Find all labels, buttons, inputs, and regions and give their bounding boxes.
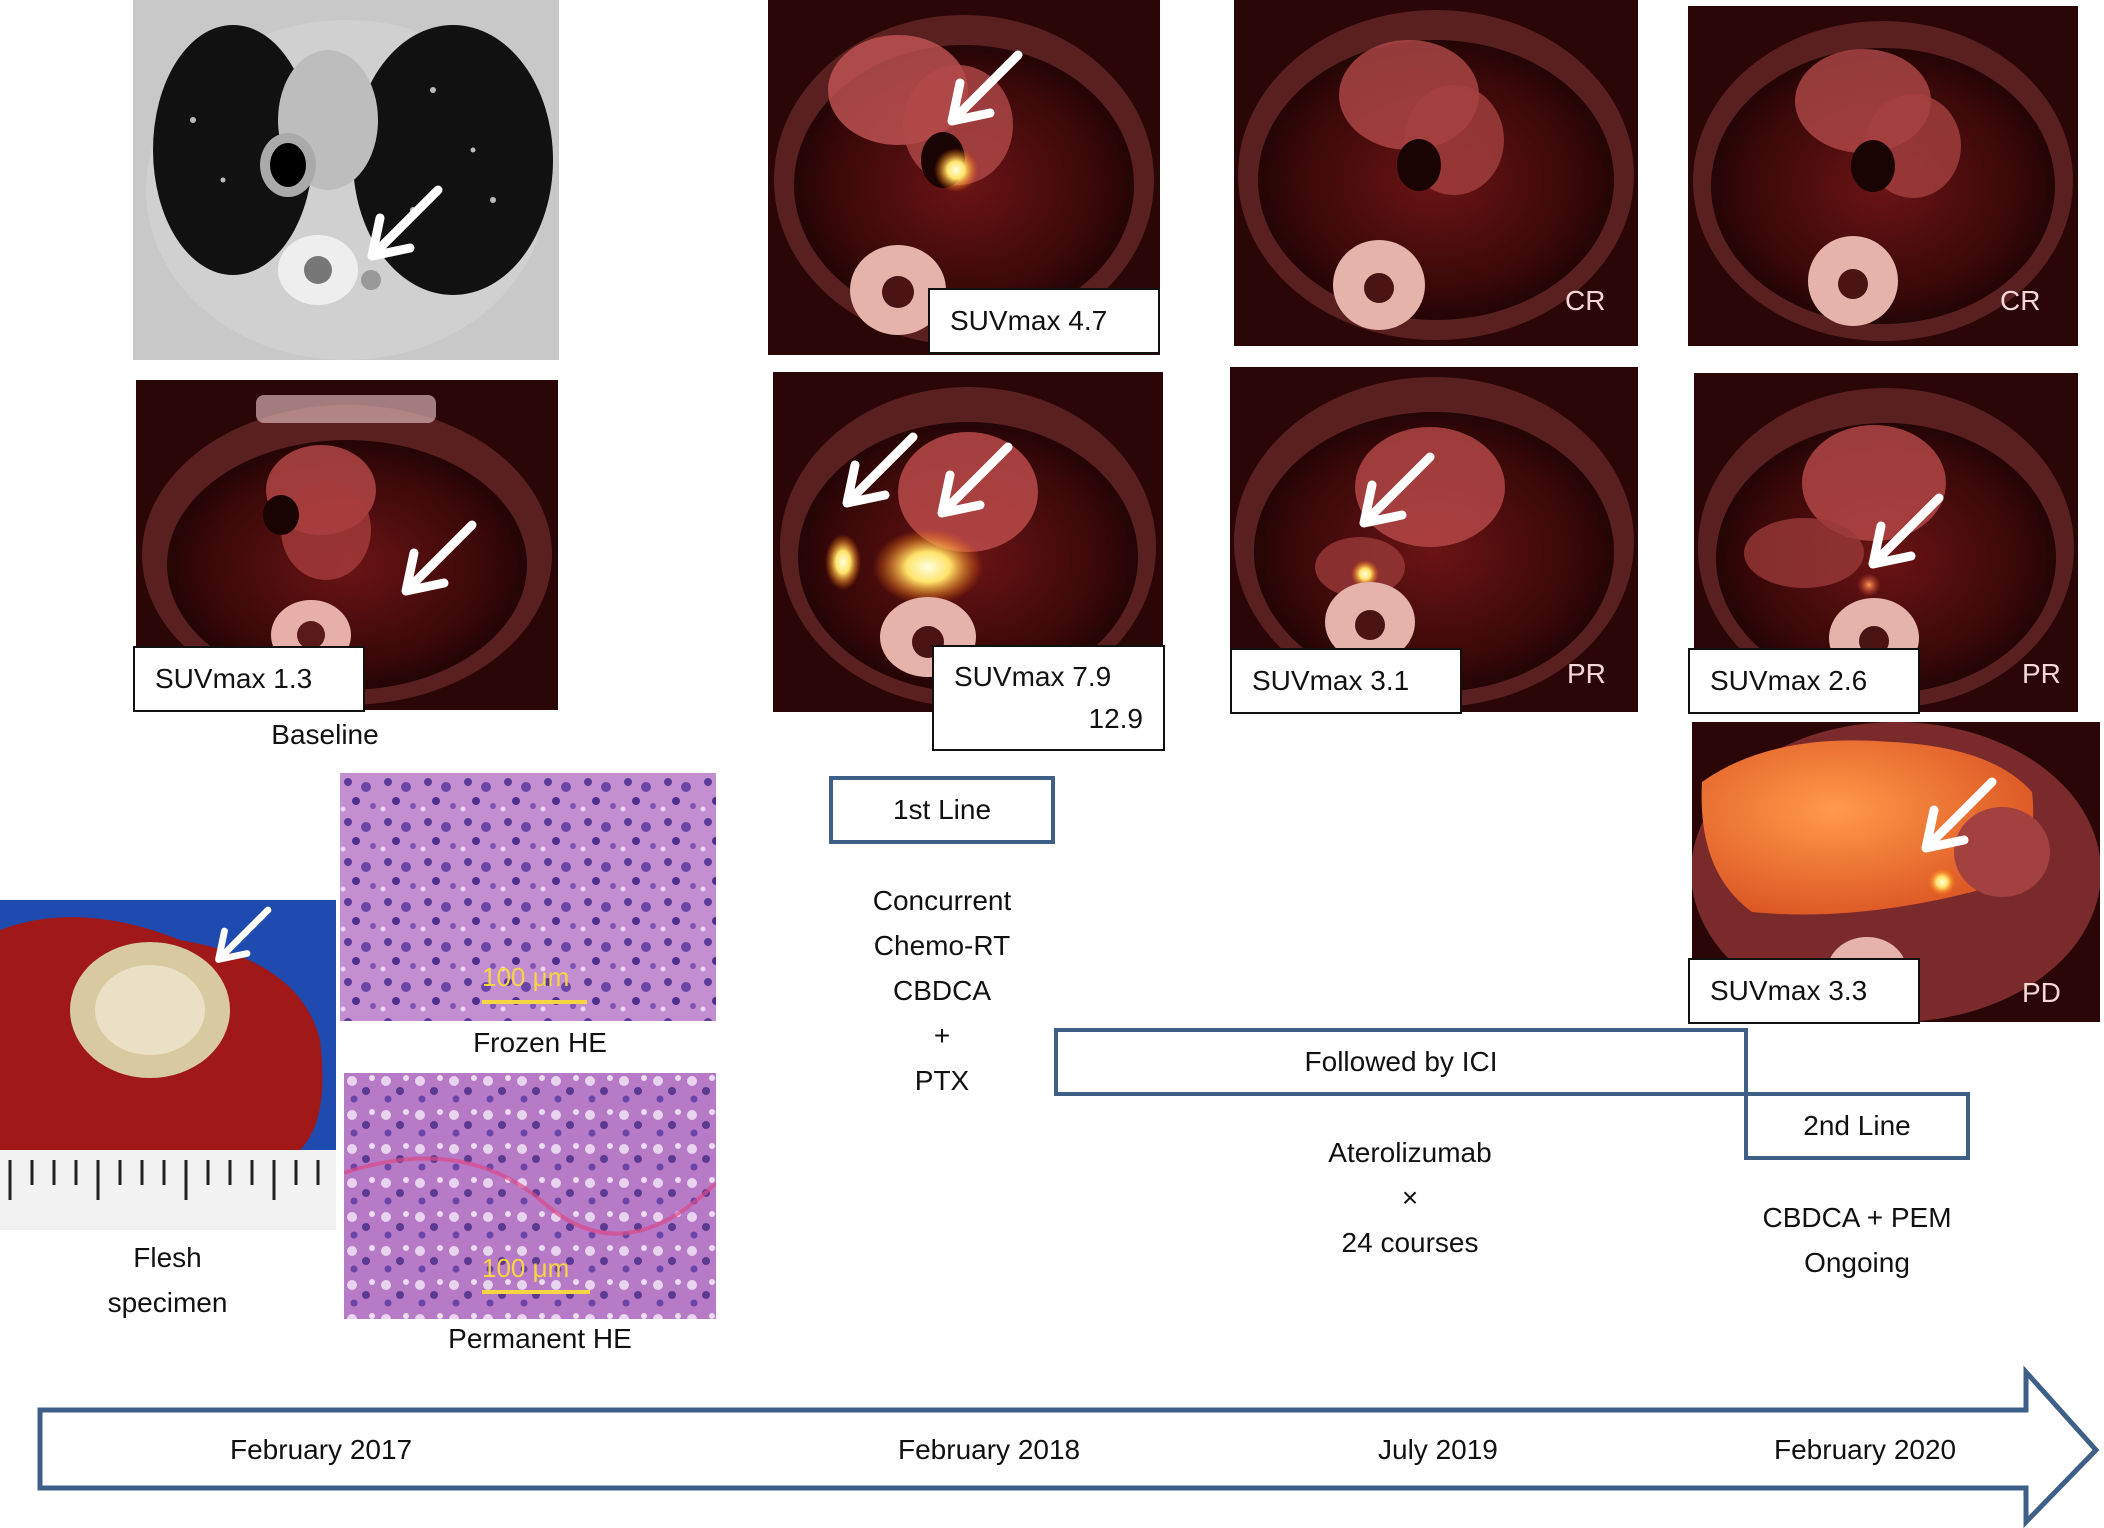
suv-line1: SUVmax 7.9 xyxy=(954,661,1112,692)
ici-box: Followed by ICI xyxy=(1054,1028,1748,1096)
suv-label-feb2018-top: SUVmax 4.7 xyxy=(928,288,1160,354)
frozen-he-scale-label: 100 μm xyxy=(482,962,570,992)
ct-baseline-image xyxy=(133,0,559,360)
suv-label-feb2018-bottom: SUVmax 7.9 12.9 xyxy=(932,645,1165,751)
permanent-he-scale-bar xyxy=(482,1290,590,1294)
timeline-arrow xyxy=(37,1365,2100,1528)
response-feb2020-bottom: PD xyxy=(2022,977,2061,1008)
first-line-label: 1st Line xyxy=(892,794,992,825)
response-jul2019-bottom: PR xyxy=(1567,658,1606,689)
first-line-detail: + xyxy=(933,1020,951,1051)
second-line-box: 2nd Line xyxy=(1744,1092,1970,1160)
second-line-detail: CBDCA + PEM xyxy=(1762,1202,1952,1233)
caption-flesh-line2: specimen xyxy=(107,1287,228,1318)
second-line-details: CBDCA + PEM Ongoing xyxy=(1727,1195,1987,1285)
permanent-he-image xyxy=(344,1073,716,1319)
first-line-detail: PTX xyxy=(914,1065,970,1096)
pet-feb2020-bottom-image xyxy=(1692,722,2100,1022)
suv-label-jul2019-bottom: SUVmax 3.1 xyxy=(1230,648,1462,714)
pet-feb2020-top-image xyxy=(1688,6,2078,346)
timeline-label-feb2018: February 2018 xyxy=(898,1434,1081,1465)
ici-label: Followed by ICI xyxy=(1304,1046,1498,1077)
ici-detail: × xyxy=(1401,1182,1419,1213)
response-feb2020-mid: PR xyxy=(2022,658,2061,689)
response-jul2019-top: CR xyxy=(1565,285,1606,316)
caption-baseline: Baseline xyxy=(271,719,379,750)
timeline-label-feb2017: February 2017 xyxy=(230,1434,413,1465)
ici-detail: Aterolizumab xyxy=(1328,1137,1492,1168)
permanent-he-scale-label: 100 μm xyxy=(482,1253,570,1283)
frozen-he-scale-bar xyxy=(482,1000,587,1004)
ici-details: Aterolizumab × 24 courses xyxy=(1260,1130,1560,1265)
second-line-detail: Ongoing xyxy=(1804,1247,1910,1278)
first-line-box: 1st Line xyxy=(829,776,1055,844)
caption-frozen-he: Frozen HE xyxy=(473,1027,607,1058)
first-line-detail: Chemo-RT xyxy=(873,930,1011,961)
flesh-specimen-image xyxy=(0,900,336,1230)
caption-flesh-specimen: Flesh specimen xyxy=(85,1235,250,1325)
timeline-label-feb2020: February 2020 xyxy=(1774,1434,1957,1465)
suv-label-baseline: SUVmax 1.3 xyxy=(133,646,365,712)
timeline-label-jul2019: July 2019 xyxy=(1378,1434,1498,1465)
response-feb2020-top: CR xyxy=(2000,285,2041,316)
first-line-detail: Concurrent xyxy=(872,885,1012,916)
pet-jul2019-top-image xyxy=(1234,0,1638,346)
frozen-he-image xyxy=(340,773,716,1021)
caption-flesh-line1: Flesh xyxy=(133,1242,202,1273)
ici-detail: 24 courses xyxy=(1341,1227,1479,1258)
suv-label-feb2020-mid: SUVmax 2.6 xyxy=(1688,648,1920,714)
second-line-label: 2nd Line xyxy=(1803,1110,1911,1141)
caption-permanent-he: Permanent HE xyxy=(448,1323,632,1354)
suv-label-feb2020-bottom: SUVmax 3.3 xyxy=(1688,958,1920,1024)
first-line-details: Concurrent Chemo-RT CBDCA + PTX xyxy=(842,878,1042,1103)
suv-line2: 12.9 xyxy=(1088,703,1144,734)
first-line-detail: CBDCA xyxy=(892,975,991,1006)
